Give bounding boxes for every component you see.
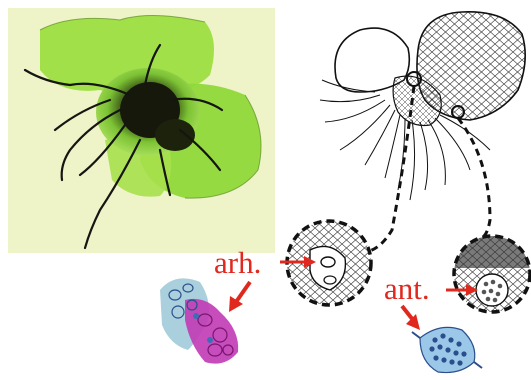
antheridium-label: ant. xyxy=(384,273,430,304)
antheridium-micrograph xyxy=(412,318,482,376)
fern-prothallus-photo xyxy=(8,8,275,253)
archegonium-inset xyxy=(285,220,375,310)
archegonium-micrograph xyxy=(154,266,244,370)
archegonium-label: arh. xyxy=(214,247,261,278)
antheridium-inset xyxy=(454,236,531,316)
